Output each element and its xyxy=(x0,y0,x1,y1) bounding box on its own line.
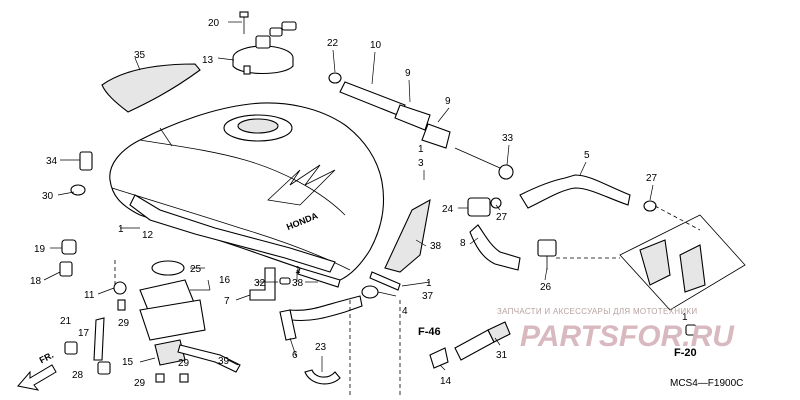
callout-38-mid: 38 xyxy=(292,278,304,289)
callout-38-right: 38 xyxy=(430,241,442,252)
watermark-logo: PARTSFOR.RU xyxy=(520,320,735,353)
callout-14: 14 xyxy=(440,376,452,387)
routing-lines xyxy=(114,260,401,395)
ref-f20: F-20 xyxy=(674,347,697,359)
lower-hose-set xyxy=(249,267,401,341)
callout-1-mid: 1 xyxy=(295,265,301,276)
callout-29-bottom: 29 xyxy=(134,378,146,389)
bolt-set-29 xyxy=(117,299,189,383)
callout-23: 23 xyxy=(315,342,327,353)
callout-39: 39 xyxy=(218,356,230,367)
callout-22: 22 xyxy=(327,38,339,49)
callout-8: 8 xyxy=(460,238,466,249)
hose-5 xyxy=(519,174,631,209)
callout-20: 20 xyxy=(208,18,220,29)
tank-right-cover xyxy=(384,198,431,273)
callout-32: 32 xyxy=(254,278,266,289)
callout-29-left: 29 xyxy=(118,318,130,329)
leader-lines xyxy=(43,21,654,372)
upper-hose-set xyxy=(328,72,514,180)
diagram-code: MCS4—F1900C xyxy=(670,378,743,389)
callout-1-right: 1 xyxy=(426,278,432,289)
callout-9-upper: 9 xyxy=(405,68,411,79)
ref-f46: F-46 xyxy=(418,326,441,338)
callout-13: 13 xyxy=(202,55,214,66)
callout-24: 24 xyxy=(442,204,454,215)
callout-labels: 20 13 35 22 10 9 9 33 5 27 1 3 24 27 8 2… xyxy=(30,18,688,389)
callout-5: 5 xyxy=(584,150,590,161)
callout-10: 10 xyxy=(370,40,382,51)
tank-side-cover xyxy=(101,63,201,113)
callout-27-right: 27 xyxy=(646,173,658,184)
callout-30: 30 xyxy=(42,191,54,202)
grommet-set-left xyxy=(59,151,93,277)
callout-18: 18 xyxy=(30,276,42,287)
callout-28: 28 xyxy=(72,370,84,381)
callout-12: 12 xyxy=(142,230,154,241)
callout-27-center: 27 xyxy=(496,212,508,223)
frame-detail-right xyxy=(556,205,746,311)
callout-1-far-right: 1 xyxy=(682,312,688,323)
callout-15: 15 xyxy=(122,357,134,368)
front-label: FR. xyxy=(38,350,55,366)
front-direction-arrow: FR. xyxy=(17,350,57,391)
callout-1-top: 1 xyxy=(418,144,424,155)
callout-35: 35 xyxy=(134,50,146,61)
callout-26: 26 xyxy=(540,282,552,293)
callout-33: 33 xyxy=(502,133,514,144)
callout-19: 19 xyxy=(34,244,46,255)
fuel-cap xyxy=(232,21,297,75)
tank-lower-bracket xyxy=(129,194,336,273)
callout-25: 25 xyxy=(190,264,202,275)
watermark-caption: ЗАПЧАСТИ И АКСЕССУАРЫ ДЛЯ МОТОТЕХНИКИ xyxy=(497,307,697,316)
cap-bolt xyxy=(239,11,249,34)
clamp-27-right xyxy=(643,200,657,212)
callout-9-lower: 9 xyxy=(445,96,451,107)
callout-37: 37 xyxy=(422,291,434,302)
clip-26 xyxy=(537,239,557,270)
fuel-tank: HONDA xyxy=(109,102,385,283)
callout-11: 11 xyxy=(84,290,95,301)
callout-16: 16 xyxy=(219,275,231,286)
hose-8 xyxy=(469,224,521,271)
callout-21: 21 xyxy=(60,316,72,327)
clamp-23 xyxy=(304,369,341,385)
callout-7: 7 xyxy=(224,296,230,307)
callout-1-left: 1 xyxy=(118,224,124,235)
callout-34: 34 xyxy=(46,156,58,167)
callout-4: 4 xyxy=(402,306,408,317)
callout-6: 6 xyxy=(292,350,298,361)
callout-3: 3 xyxy=(418,158,424,169)
filter-pipe xyxy=(429,321,697,369)
callout-31: 31 xyxy=(496,350,508,361)
fuel-pump xyxy=(139,260,241,373)
drain-fittings xyxy=(64,281,127,375)
callout-29-mid: 29 xyxy=(178,358,190,369)
valve-24 xyxy=(467,197,502,217)
callout-17: 17 xyxy=(78,328,90,339)
